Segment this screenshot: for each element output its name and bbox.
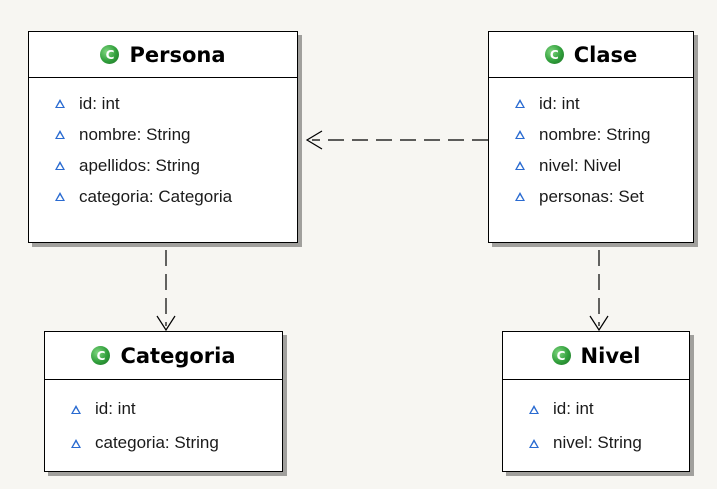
attribute-visibility-icon (529, 438, 539, 448)
attribute-label: id: int (79, 93, 120, 113)
attribute-visibility-icon (529, 404, 539, 414)
attribute-list: id: int nombre: String apellidos: String… (29, 78, 297, 212)
attribute-list: id: int nombre: String nivel: Nivel pers… (489, 78, 693, 212)
attribute-row: categoria: String (45, 426, 282, 460)
class-icon: C (100, 45, 120, 64)
attribute-row: nombre: String (489, 119, 693, 150)
class-box-clase[interactable]: C Clase id: int nombre: String nivel: Ni… (488, 31, 694, 243)
attribute-row: nivel: Nivel (489, 150, 693, 181)
attribute-visibility-icon (55, 99, 65, 108)
class-header: C Categoria (45, 332, 282, 380)
class-icon: C (544, 45, 564, 64)
attribute-row: nivel: String (503, 426, 689, 460)
class-icon: C (551, 346, 571, 365)
attribute-label: nivel: Nivel (539, 155, 622, 175)
attribute-row: categoria: Categoria (29, 181, 297, 212)
class-icon: C (91, 346, 111, 365)
attribute-label: id: int (553, 399, 594, 418)
attribute-label: id: int (539, 93, 580, 113)
attribute-list: id: int categoria: String (45, 380, 282, 460)
arrowhead-persona (305, 130, 323, 150)
attribute-label: nivel: String (553, 433, 642, 452)
attribute-visibility-icon (55, 130, 65, 139)
attribute-label: nombre: String (539, 124, 651, 144)
class-name: Persona (129, 42, 226, 67)
class-name: Nivel (580, 343, 641, 368)
class-box-persona[interactable]: C Persona id: int nombre: String apellid… (28, 31, 298, 243)
attribute-row: id: int (45, 392, 282, 426)
arrowhead-categoria (156, 315, 176, 332)
attribute-label: personas: Set (539, 186, 644, 206)
attribute-label: id: int (95, 399, 136, 418)
attribute-row: apellidos: String (29, 150, 297, 181)
attribute-visibility-icon (55, 192, 65, 201)
attribute-row: nombre: String (29, 119, 297, 150)
arrowhead-nivel (589, 315, 609, 332)
class-header: C Nivel (503, 332, 689, 380)
class-box-categoria[interactable]: C Categoria id: int categoria: String (44, 331, 283, 472)
attribute-visibility-icon (515, 130, 525, 139)
attribute-row: id: int (503, 392, 689, 426)
attribute-visibility-icon (515, 99, 525, 108)
class-box-nivel[interactable]: C Nivel id: int nivel: String (502, 331, 690, 472)
attribute-label: apellidos: String (79, 155, 200, 175)
attribute-visibility-icon (71, 404, 81, 414)
attribute-label: nombre: String (79, 124, 191, 144)
attribute-row: personas: Set (489, 181, 693, 212)
attribute-visibility-icon (71, 438, 81, 448)
class-name: Clase (573, 42, 638, 67)
attribute-row: id: int (489, 88, 693, 119)
attribute-visibility-icon (55, 161, 65, 170)
attribute-row: id: int (29, 88, 297, 119)
attribute-label: categoria: Categoria (79, 186, 233, 206)
class-header: C Clase (489, 32, 693, 78)
class-header: C Persona (29, 32, 297, 78)
attribute-visibility-icon (515, 192, 525, 201)
attribute-list: id: int nivel: String (503, 380, 689, 460)
attribute-visibility-icon (515, 161, 525, 170)
class-name: Categoria (120, 343, 236, 368)
attribute-label: categoria: String (95, 433, 219, 452)
